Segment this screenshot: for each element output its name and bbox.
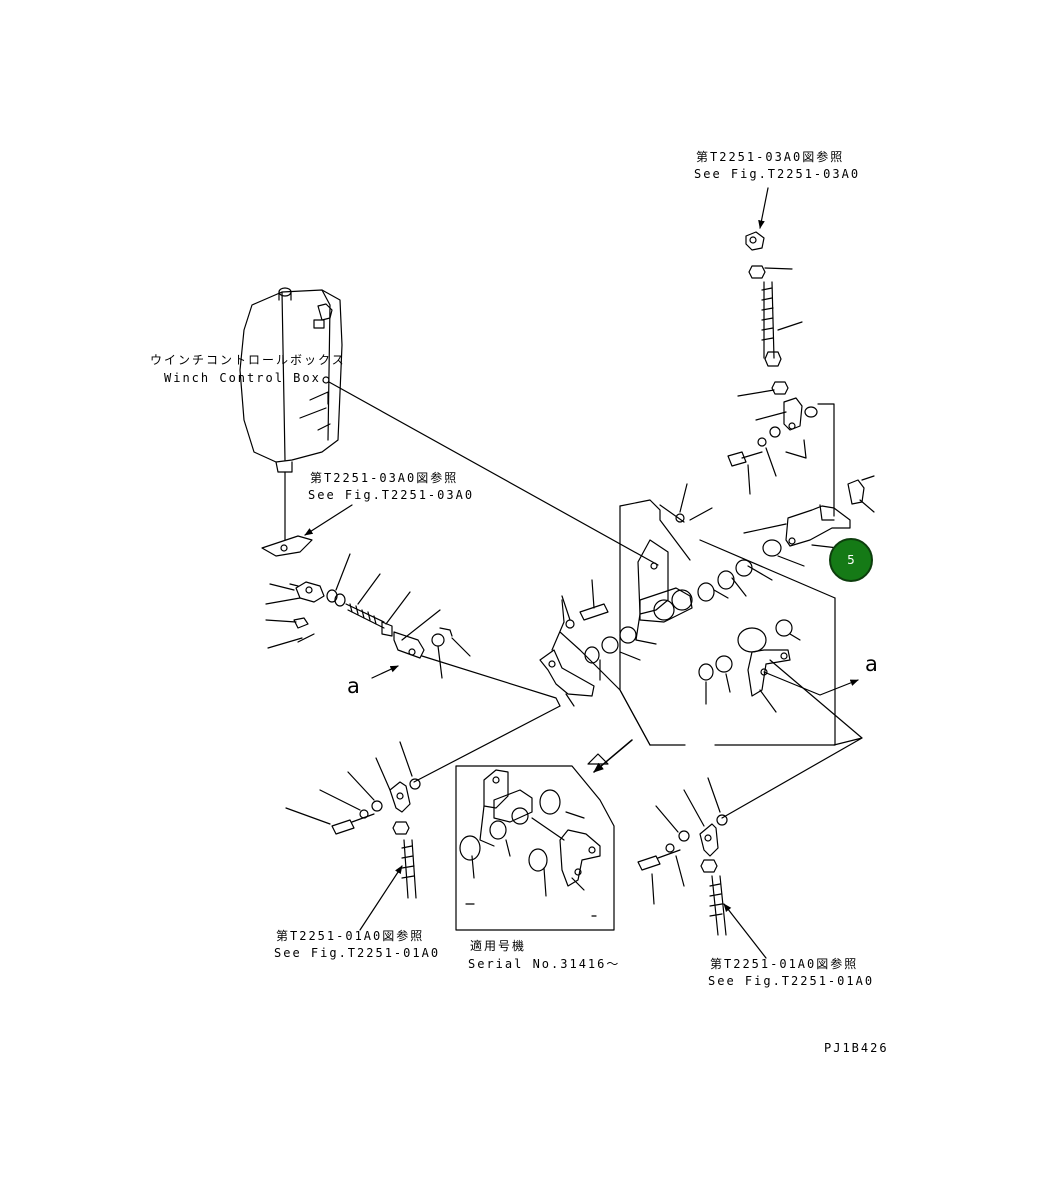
main-bracket (619, 483, 836, 746)
marker-a-left: a (347, 674, 360, 698)
part-callout-number: 5 (847, 553, 855, 567)
bottom-right-ref-jp: 第T2251-01A0図参照 (710, 957, 859, 971)
winch-box-leader (322, 376, 659, 566)
lower-left-rod (285, 741, 421, 931)
bottom-left-ref-en: See Fig.T2251-01A0 (274, 946, 441, 960)
left-linkage (265, 553, 561, 783)
left-sub-lever (539, 599, 651, 746)
top-ref-arrow (758, 187, 769, 229)
bottom-right-ref-en: See Fig.T2251-01A0 (708, 974, 875, 988)
box-side-ref-en: See Fig.T2251-03A0 (308, 488, 475, 502)
lower-right-rod (637, 659, 863, 959)
box-side-ref-jp: 第T2251-03A0図参照 (310, 471, 459, 485)
serial-inset (455, 739, 633, 931)
top-rod-assembly (727, 187, 835, 517)
inset-pointer-arrow (593, 739, 633, 773)
winch-box-label-jp: ウインチコントロールボックス (150, 353, 346, 367)
winch-box-label-en: Winch Control Box (164, 371, 321, 385)
top-ref-en: See Fig.T2251-03A0 (694, 167, 861, 181)
box-ref-arrow (304, 504, 353, 536)
winch-control-box (239, 287, 343, 557)
bottom-left-ref-jp: 第T2251-01A0図参照 (276, 929, 425, 943)
drawing-id: PJ1B426 (824, 1041, 889, 1055)
part-callout-5[interactable]: 5 (829, 538, 873, 582)
top-ref-jp: 第T2251-03A0図参照 (696, 150, 845, 164)
center-pins (561, 579, 859, 713)
marker-a-right: a (865, 652, 878, 676)
serial-label-en: Serial No.31416〜 (468, 957, 621, 971)
serial-label-jp: 適用号機 (470, 939, 527, 953)
right-lever (743, 475, 875, 567)
